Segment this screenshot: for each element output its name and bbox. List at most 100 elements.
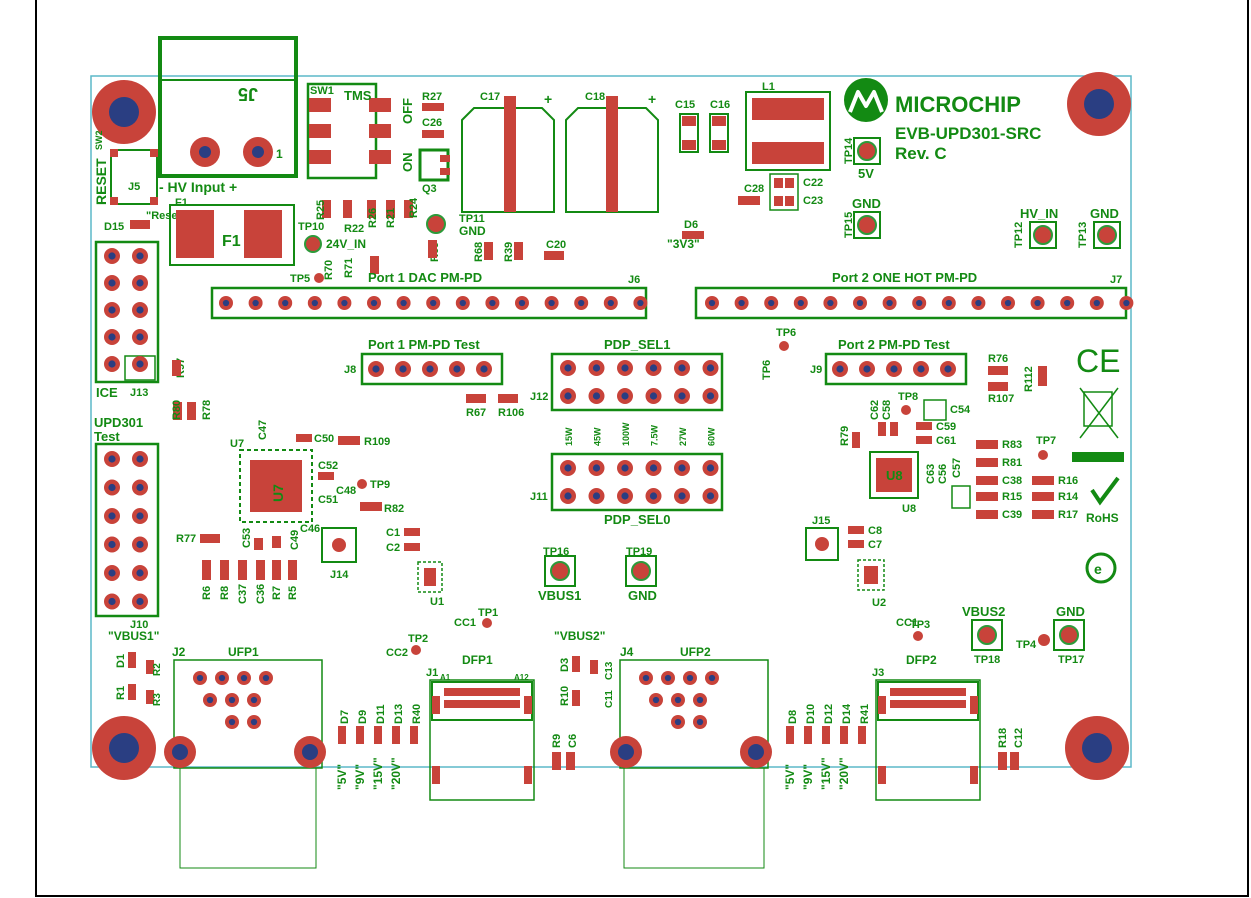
tp14-label: TP14: [843, 137, 855, 164]
inductor-area: C15 C16 L1 C22 C23 C28 D6 "3V3": [667, 81, 831, 251]
d15-label: D15: [104, 221, 124, 233]
dfp2-label: DFP2: [906, 653, 937, 667]
d6-label: D6: [684, 219, 698, 231]
r76-label: R76: [988, 353, 1008, 365]
c26-label: C26: [422, 117, 442, 129]
off-label: OFF: [400, 98, 415, 124]
r71-label: R71: [343, 258, 355, 278]
r5-label: R5: [287, 586, 299, 600]
j8-label: J8: [344, 364, 356, 376]
resistor-row-top: R25 R22 R26 R21 R24: [315, 197, 420, 235]
c22-label: C22: [803, 177, 823, 189]
j3-label: J3: [872, 667, 884, 679]
c54-label: C54: [950, 404, 971, 416]
board-outline: [90, 75, 1132, 768]
right-resistor-column: R83 R81 C38 R15 C39 TP7 R16 R14 R17: [976, 435, 1079, 521]
tp6-label: TP6: [776, 327, 796, 339]
drawing-frame: [35, 0, 1249, 897]
c11-label: C11: [604, 690, 615, 708]
j1-label: J1: [426, 667, 438, 679]
hv-in-label: HV_IN: [1020, 206, 1058, 221]
r24-label: R24: [408, 197, 420, 218]
c46-label: C46: [300, 523, 320, 535]
r68-label: R68: [473, 242, 485, 262]
tp11-gnd-label: GND: [459, 224, 486, 238]
r40-label: R40: [411, 704, 423, 724]
c62-label: C62: [869, 400, 881, 420]
r81-label: R81: [1002, 457, 1022, 469]
resistor-bank: R6 R8 C37 C36 R7 R5: [201, 560, 299, 604]
tp18-label: TP18: [974, 654, 1000, 666]
tp4-label: TP4: [1016, 639, 1037, 651]
u2-area: J15 C8 C7 U2: [805, 515, 886, 609]
c63-label: C63: [925, 464, 937, 484]
u7-label: U7: [230, 438, 244, 450]
svg-text:A12: A12: [514, 673, 529, 682]
j9-header: Port 2 PM-PD Test J9 R76 R107 R112: [810, 337, 1047, 405]
voltage-led-label: "20V": [389, 757, 403, 790]
vbus1-small-parts: D1 R1 R2 R3: [115, 652, 163, 706]
reset-switch: RESET SW2 D15 "Reset": [93, 130, 186, 233]
d13-label: D13: [393, 704, 405, 724]
r39-label: R39: [503, 242, 515, 262]
tp12-label: TP12: [1013, 222, 1025, 248]
svg-text:e: e: [1094, 561, 1102, 577]
j12-label: J12: [530, 391, 548, 403]
l1-label: L1: [762, 81, 775, 93]
dfp1-connector: TP1 CC1 TP2 CC2 DFP1 J1 A1 A12: [386, 607, 535, 801]
svg-text:U8: U8: [886, 468, 903, 483]
pdp-watt-label: 60W: [707, 427, 717, 446]
c2-label: C2: [386, 542, 400, 554]
microchip-logo: MICROCHIP EVB-UPD301-SRC Rev. C: [844, 78, 1041, 163]
r14-label: R14: [1058, 491, 1079, 503]
hv-input-label: - HV Input +: [159, 179, 237, 195]
tp7-label: TP7: [1036, 435, 1056, 447]
svg-text:TP6: TP6: [761, 360, 773, 380]
r109-label: R109: [364, 436, 390, 448]
u8-label: U8: [902, 503, 916, 515]
c37-label: C37: [237, 584, 249, 604]
c50-label: C50: [314, 433, 334, 445]
vbus1-test-points: TP16 VBUS1 TP19 GND: [538, 546, 657, 603]
upd301-label: UPD301: [94, 415, 143, 430]
r8-label: R8: [219, 586, 231, 600]
port2-test-label: Port 2 PM-PD Test: [838, 337, 950, 352]
c49-label: C49: [289, 530, 301, 550]
port2-voltage-leds: D8 D10 D12 D14 R41 "5V""9V""15V""20V": [783, 703, 871, 790]
upd301-test-header: UPD301 Test J10: [94, 415, 160, 631]
u1-area: J14 C1 C2 U1: [321, 527, 444, 608]
c53-label: C53: [241, 528, 253, 548]
j13-label: J13: [130, 387, 148, 399]
ufp1-label: UFP1: [228, 645, 259, 659]
r77-label: R77: [176, 533, 196, 545]
r82-label: R82: [384, 503, 404, 515]
tp6: TP6 TP6: [761, 327, 796, 380]
tp17-label: TP17: [1058, 654, 1084, 666]
tp10-label: TP10: [298, 221, 324, 233]
c61-label: C61: [936, 435, 956, 447]
3v3-label: "3V3": [667, 237, 700, 251]
f1-label: F1: [175, 197, 188, 209]
d7-label: D7: [339, 710, 351, 724]
c8-label: C8: [868, 525, 882, 537]
cc1-port2-label: CC1: [896, 617, 918, 629]
tp5-label: TP5: [290, 273, 310, 285]
d11-label: D11: [375, 704, 387, 724]
brand-label: MICROCHIP: [895, 92, 1021, 117]
svg-text:1: 1: [276, 147, 283, 161]
voltage-led-label: "5V": [335, 764, 349, 790]
d14-label: D14: [841, 703, 853, 724]
r10-label: R10: [559, 686, 571, 706]
r21-label: R21: [385, 208, 397, 228]
q3-label: Q3: [422, 183, 437, 195]
svg-text:U7: U7: [270, 484, 286, 502]
r112-label: R112: [1023, 366, 1035, 392]
d3-label: D3: [559, 658, 571, 672]
r25-label: R25: [315, 200, 327, 220]
c52-label: C52: [318, 460, 338, 472]
r70-label: R70: [323, 260, 335, 280]
weee-bar: [1072, 452, 1124, 462]
j15-label: J15: [812, 515, 830, 527]
svg-text:A1: A1: [440, 673, 451, 682]
on-label: ON: [400, 153, 415, 173]
